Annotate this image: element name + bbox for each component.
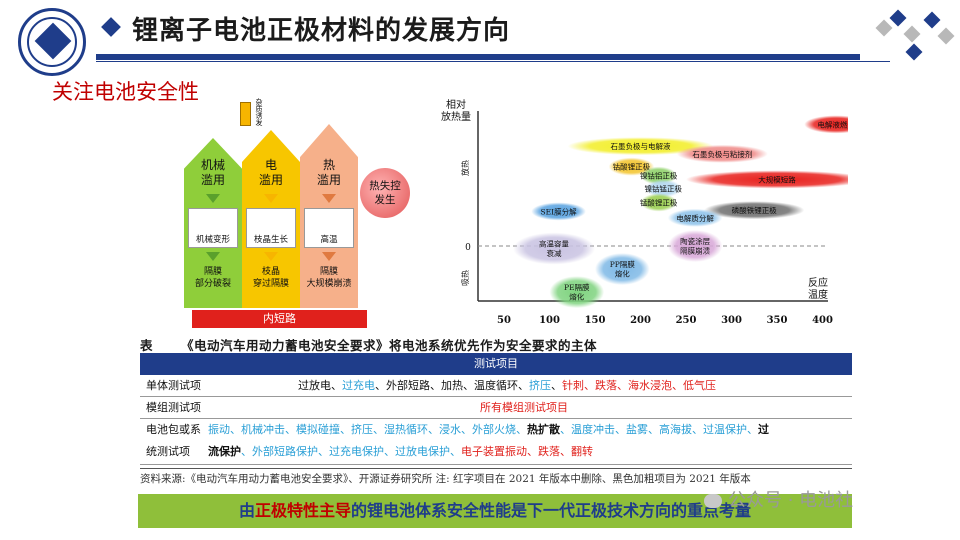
battery-label: 杂质诱发 [255,98,263,126]
battery-icon [240,102,251,126]
event-label: 镍钴铝正极 [640,171,678,181]
title-bullet-icon [101,17,121,37]
university-logo [18,8,86,76]
table-row: 单体测试项 过放电、过充电、外部短路、加热、温度循环、挤压、针刺、跌落、海水浸泡… [140,375,852,397]
cell-items-part: 、外部短路、加热、温度循环、 [375,379,529,392]
event-bubble [595,253,650,286]
x-tick-label: 200 [630,315,651,326]
event-label: 熔化 [569,292,584,302]
decor-diamond-icon [889,9,907,27]
event-bubble [686,170,848,189]
cell-items-part: 流保护 [208,445,241,458]
cell-items-part: 所有模组测试项目 [480,401,568,414]
box-mechanical-deform: 机械变形 [188,208,238,248]
cell-items-part: 过充电 [342,379,375,392]
x-tick-label: 300 [721,315,742,326]
event-label: 隔膜崩溃 [680,246,710,256]
event-label: PE隔膜 [564,282,590,292]
cell-items-part: 、 [551,379,562,392]
result-electrical: 枝晶 穿过隔膜 [252,267,289,289]
event-label: 电解质分解 [676,213,714,223]
cell-items-part: 电子装置振动、跌落、翻转 [461,445,593,458]
event-bubble [567,137,714,156]
event-label: 石墨负极与粘接剂 [692,149,752,159]
decor-diamond-icon [875,19,893,37]
abuse-flow-diagram: 杂质诱发 机械 滥用 电 滥用 热 滥用 机械变形 枝晶生长 高温 隔膜 部分破… [170,96,415,331]
event-label: 锰酸锂正极 [640,197,678,207]
cell-items-part: 挤压 [529,379,551,392]
y-lower-label: 吸热 [460,270,470,286]
col-label-thermal: 热 滥用 [316,158,341,187]
x-tick-label: 150 [585,315,606,326]
table-row: 电池包或系 统测试项 振动、机械冲击、模拟碰撞、挤压、湿热循环、浸水、外部火烧、… [140,419,852,465]
event-label: 石墨负极与电解液 [611,141,671,151]
event-label: 熔化 [615,269,630,279]
table-header: 测试项目 [140,353,852,375]
title-rule [96,54,860,60]
cell-items-part: 热扩散 [527,423,560,436]
event-bubble [549,276,605,309]
cell-items-part: 过放电、 [298,379,342,392]
decor-diamond-icon [937,27,955,45]
event-label: 陶瓷涂层 [680,236,710,246]
y-axis-title: 相对 [446,98,466,111]
event-label: 钴酸锂正极 [613,162,651,172]
y-zero-label: 0 [465,243,471,253]
x-tick-label: 250 [676,315,697,326]
decor-diamond-icon [903,25,921,43]
decor-diamond-icon [905,43,923,61]
box-high-temp: 高温 [304,208,354,248]
col-label-electrical: 电 滥用 [258,158,283,187]
event-label: 衰减 [547,248,562,258]
result-mechanical: 隔膜 部分破裂 [194,267,231,289]
event-label: SEI膜分解 [541,206,578,216]
event-label: 高温容量 [539,239,569,249]
heat-release-chart: 相对放热量反应温度0放热吸热50100150200250300350400450… [428,96,848,331]
section-subtitle: 关注电池安全性 [52,80,199,104]
table-source-note: 资料来源:《电动汽车用动力蓄电池安全要求》、开源证券研究所 注: 红字项目在 2… [140,468,852,486]
event-bubble [645,179,682,198]
page-title: 锂离子电池正极材料的发展方向 [132,16,511,46]
cell-items-part: 过 [758,423,769,436]
event-bubble [667,208,723,227]
event-bubble [531,202,586,221]
event-bubble [513,232,595,265]
event-label: 电解液燃烧 [817,119,848,129]
y-upper-label: 放热 [460,160,470,176]
cell-items-part: 、温度冲击、盐雾、高海拔、过温保护、 [560,423,758,436]
box-dendrite-growth: 枝晶生长 [246,208,296,248]
event-label: 镍钴锰正极 [645,183,683,193]
x-axis-title: 温度 [808,288,828,301]
cell-items-part: 振动、机械冲击、模拟碰撞、挤压、湿热循环、浸水、外部火烧、 [208,423,527,436]
col-label-mechanical: 机械 滥用 [200,158,225,187]
x-axis-title: 反应 [808,276,828,289]
x-tick-label: 50 [497,315,511,326]
table-caption: 表《电动汽车用动力蓄电池安全要求》将电池系统优先作为安全要求的主体 [140,338,598,353]
conclusion-banner: 由正极特性主导的锂电池体系安全性能是下一代正极技术方向的重点考量 [138,494,852,528]
event-label: 磷酸铁锂正极 [732,205,777,215]
event-label: PP隔膜 [610,259,636,269]
table-row: 模组测试项 所有模组测试项目 [140,397,852,419]
x-tick-label: 100 [539,315,560,326]
y-axis-title: 放热量 [441,110,471,123]
event-bubble [804,115,848,134]
event-bubble [676,144,768,163]
cell-items-part: 针刺、跌落、海水浸泡、低气压 [562,379,716,392]
event-bubble [704,201,805,220]
x-tick-label: 350 [767,315,788,326]
decor-diamond-icon [923,11,941,29]
event-bubble [667,230,723,262]
event-label: 大规模短路 [758,174,796,184]
internal-short-bar: 内短路 [192,310,367,328]
cell-items-part: 、外部短路保护、过充电保护、过放电保护、 [241,445,461,458]
thermal-runaway-node: 热失控 发生 [360,168,410,218]
chart-svg: 相对放热量反应温度0放热吸热50100150200250300350400450… [441,98,848,326]
event-bubble [640,193,677,212]
event-bubble [608,157,655,176]
x-tick-label: 400 [812,315,833,326]
wechat-icon [704,494,722,508]
result-thermal: 隔膜 大规模崩溃 [306,267,352,289]
watermark: 公众号 · 电池社 [704,486,853,512]
